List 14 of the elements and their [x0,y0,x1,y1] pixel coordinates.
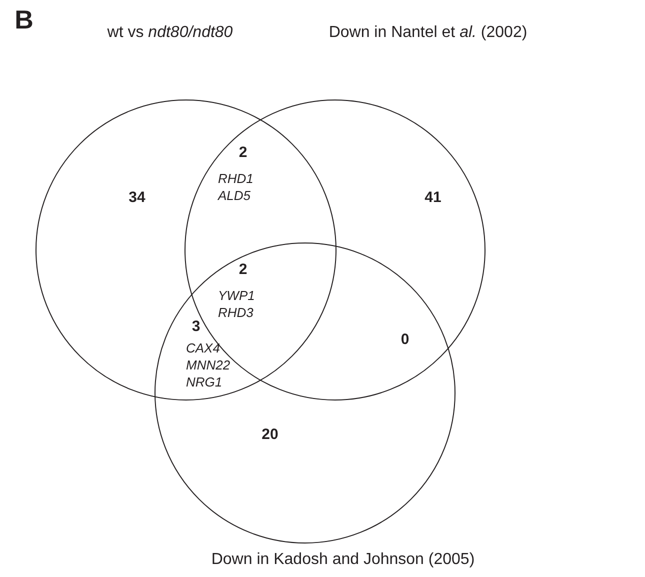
count-label: 3 [192,316,200,337]
count-label: 2 [238,260,248,280]
count-label: 34 [128,188,146,208]
set-title: Down in Nantel et al. (2002) [328,23,528,43]
count-label: 20 [262,424,278,445]
set-title: wt vs ndt80/ndt80 [107,23,233,43]
panel-letter: B [14,4,34,36]
count-label: 0 [400,330,410,350]
gene-list: CAX4 MNN22 NRG1 [186,340,242,390]
set-title: Down in Kadosh and Johnson (2005) [211,550,475,570]
count-label: 41 [424,188,442,208]
count-label: 2 [238,142,248,163]
gene-list: YWP1 RHD3 [218,287,268,321]
gene-list: RHD1 ALD5 [218,170,268,204]
